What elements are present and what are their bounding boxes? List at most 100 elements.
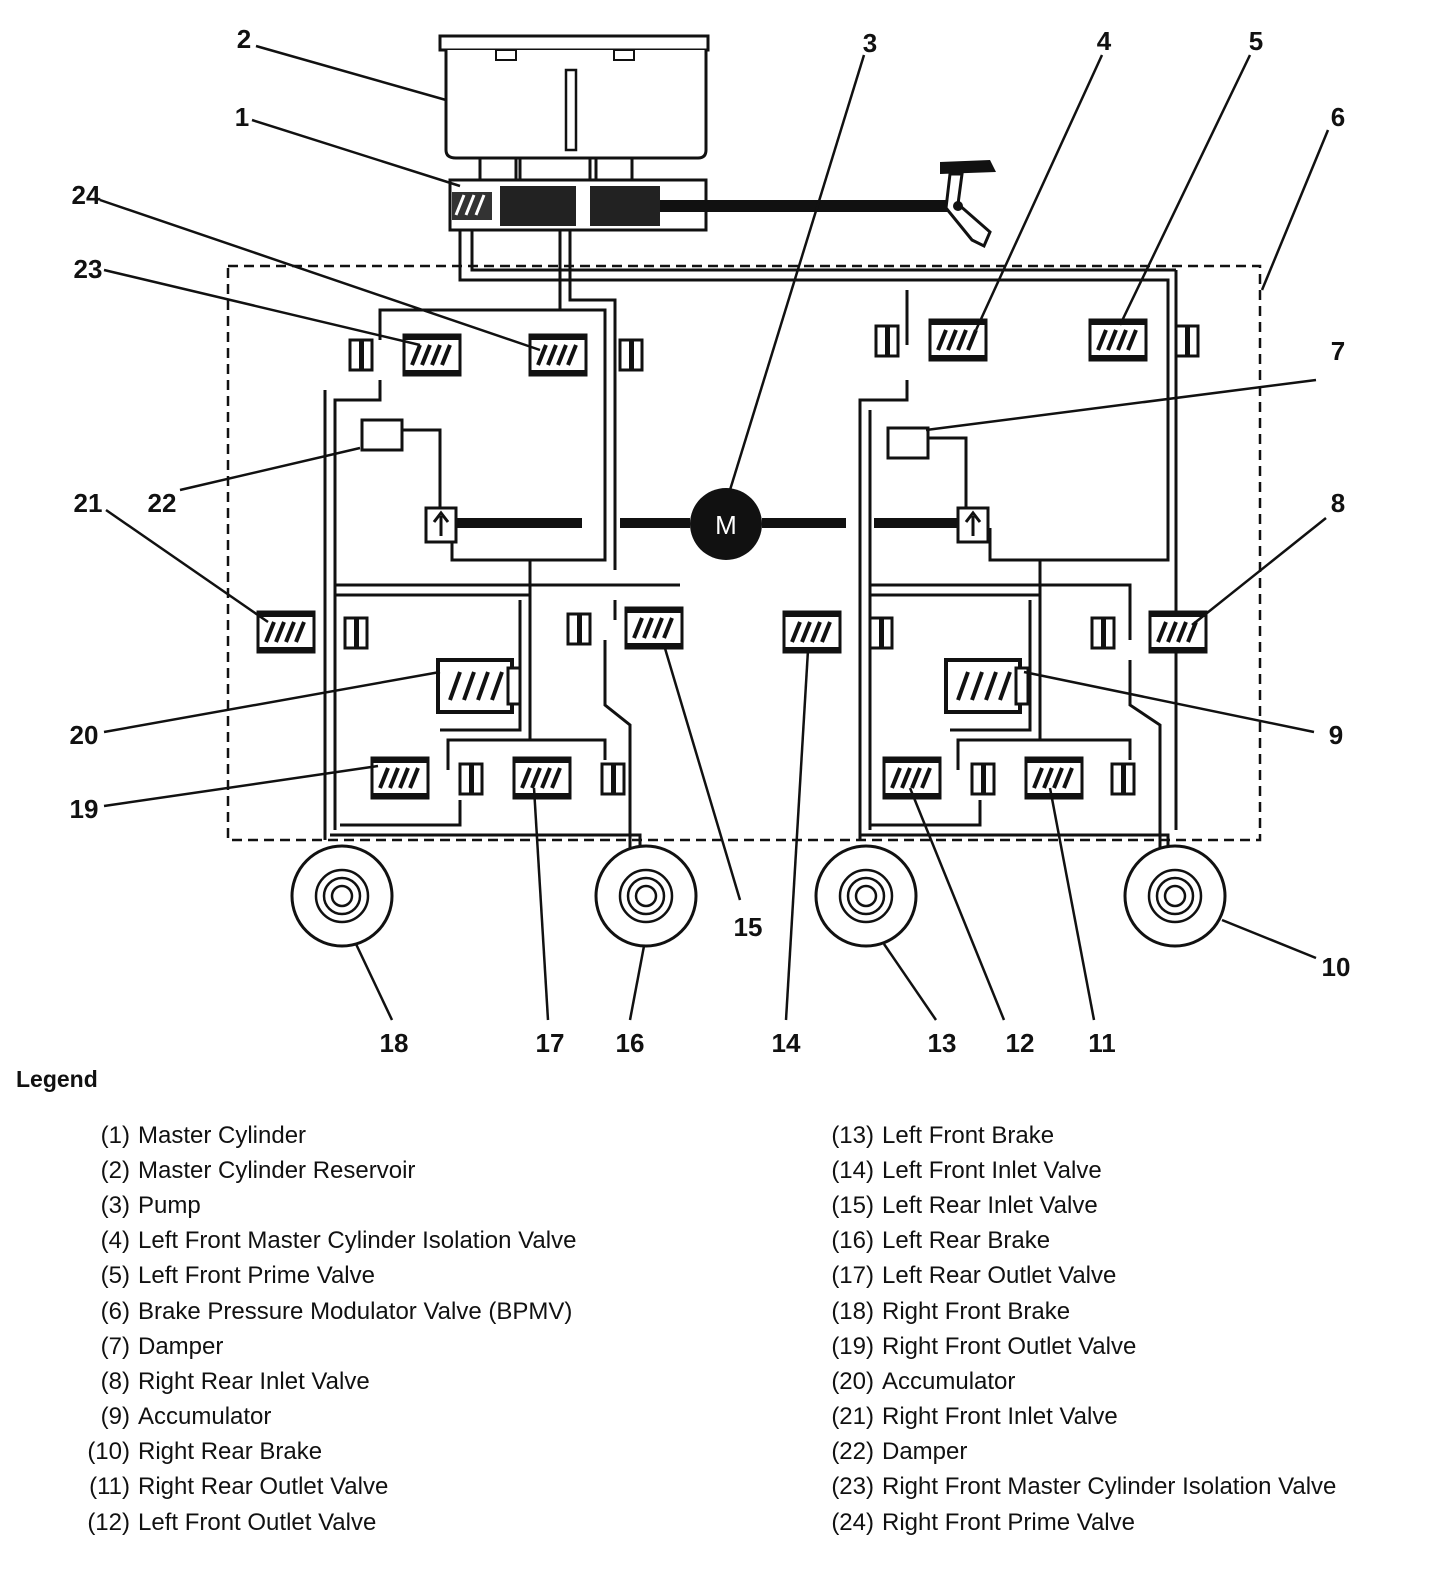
- callout-10: 10: [1322, 952, 1351, 982]
- callout-14: 14: [772, 1028, 801, 1058]
- legend-item: (20)Accumulator: [800, 1364, 1336, 1399]
- legend-label: Left Front Outlet Valve: [138, 1508, 377, 1536]
- callout-9: 9: [1329, 720, 1343, 750]
- callout-22: 22: [148, 488, 177, 518]
- valve-5: [1088, 318, 1200, 362]
- legend-number: (21): [831, 1403, 874, 1431]
- legend-label: Right Rear Brake: [138, 1438, 323, 1466]
- legend-label: Damper: [882, 1438, 968, 1466]
- legend-number: (11): [89, 1473, 130, 1501]
- motor-label: M: [715, 510, 737, 540]
- legend-number: (7): [100, 1332, 130, 1360]
- pump-shaft-right: [762, 518, 846, 528]
- legend-item: (24) Right Front Prime Valve: [800, 1505, 1336, 1540]
- legend-label: Left Front Master Cylinder Isolation Val…: [138, 1227, 577, 1255]
- legend-item: (15) Left Rear Inlet Valve: [800, 1188, 1336, 1223]
- legend-label: Right Front Master Cylinder Isolation Va…: [882, 1473, 1337, 1501]
- legend-label: Brake Pressure Modulator Valve (BPMV): [138, 1297, 573, 1325]
- legend-number: (5): [100, 1262, 130, 1290]
- legend-label: Left Rear Brake: [882, 1227, 1051, 1255]
- valve-19: [370, 756, 484, 800]
- master-cylinder-shape: [448, 178, 960, 232]
- brake-pedal: [940, 160, 996, 249]
- abs-hydraulic-diagram: M: [70, 24, 1351, 1058]
- legend-label: Left Front Brake: [882, 1121, 1055, 1149]
- legend-label: Right Front Inlet Valve: [882, 1403, 1118, 1431]
- legend-item: (14)Left Front Inlet Valve: [800, 1153, 1336, 1188]
- legend-number: (3): [100, 1191, 130, 1219]
- callout-7: 7: [1331, 336, 1345, 366]
- legend-label: Left Rear Inlet Valve: [882, 1191, 1098, 1219]
- damper-7: [886, 426, 930, 460]
- callout-24: 24: [72, 180, 101, 210]
- legend-column-right: (13)Left Front Brake (14)Left Front Inle…: [800, 1118, 1336, 1540]
- legend-item: (5)Left Front Prime Valve: [56, 1259, 576, 1294]
- damper-22: [360, 418, 404, 452]
- legend-item: (22) Damper: [800, 1435, 1336, 1470]
- callout-3: 3: [863, 28, 877, 58]
- wheel-right-front: [290, 844, 394, 948]
- legend-number: (6): [100, 1297, 130, 1325]
- legend-number: (10): [87, 1438, 130, 1466]
- legend-label: Right Rear Outlet Valve: [138, 1473, 389, 1501]
- legend-label: Damper: [138, 1332, 224, 1360]
- pump-check-valve-right: [874, 506, 990, 544]
- legend-item: (3) Pump: [56, 1188, 576, 1223]
- callout-5: 5: [1249, 26, 1263, 56]
- valve-11: [1024, 756, 1136, 800]
- valve-24: [528, 333, 644, 377]
- pump-shaft-left: [620, 518, 690, 528]
- legend-item: (17)Left Rear Outlet Valve: [800, 1259, 1336, 1294]
- legend-item: (18)Right Front Brake: [800, 1294, 1336, 1329]
- legend-item: (13)Left Front Brake: [800, 1118, 1336, 1153]
- callout-17: 17: [536, 1028, 565, 1058]
- callout-15: 15: [734, 912, 763, 942]
- legend-label: Pump: [138, 1191, 201, 1219]
- legend-number: (17): [831, 1262, 874, 1290]
- legend-number: (1): [100, 1121, 130, 1149]
- valve-17: [512, 756, 626, 800]
- legend-number: (24): [831, 1508, 874, 1536]
- legend-item: (16) Left Rear Brake: [800, 1224, 1336, 1259]
- legend-number: (8): [100, 1367, 130, 1395]
- callout-2: 2: [237, 24, 251, 54]
- callout-18: 18: [380, 1028, 409, 1058]
- valve-12: [882, 756, 996, 800]
- legend-label: Right Front Prime Valve: [882, 1508, 1135, 1536]
- legend-number: (22): [831, 1438, 874, 1466]
- callout-8: 8: [1331, 488, 1345, 518]
- valve-15: [566, 606, 684, 650]
- callout-1: 1: [235, 102, 249, 132]
- legend-item: (7) Damper: [56, 1329, 576, 1364]
- legend-item: (1) Master Cylinder: [56, 1118, 576, 1153]
- legend-title: Legend: [16, 1066, 98, 1092]
- legend-item: (21) Right Front Inlet Valve: [800, 1400, 1336, 1435]
- legend-number: (15): [831, 1191, 874, 1219]
- legend-label: Master Cylinder Reservoir: [138, 1156, 416, 1184]
- legend-label: Accumulator: [138, 1403, 272, 1431]
- callout-6: 6: [1331, 102, 1345, 132]
- legend-label: Left Front Inlet Valve: [882, 1156, 1102, 1184]
- callout-19: 19: [70, 794, 99, 824]
- legend-label: Master Cylinder: [138, 1121, 307, 1149]
- legend-number: (16): [831, 1227, 874, 1255]
- legend-item: (9)Accumulator: [56, 1400, 576, 1435]
- legend-item: (23) Right Front Master Cylinder Isolatio…: [800, 1470, 1336, 1505]
- legend-item: (10) Right Rear Brake: [56, 1435, 576, 1470]
- callout-11: 11: [1088, 1028, 1116, 1058]
- legend-number: (23): [831, 1473, 874, 1501]
- callout-12: 12: [1006, 1028, 1035, 1058]
- callout-4: 4: [1097, 26, 1112, 56]
- legend-label: Accumulator: [882, 1367, 1016, 1395]
- legend-item: (2)Master Cylinder Reservoir: [56, 1153, 576, 1188]
- valve-4: [874, 318, 988, 362]
- callout-16: 16: [616, 1028, 645, 1058]
- valve-14: [782, 610, 894, 654]
- legend-number: (4): [100, 1227, 130, 1255]
- legend-label: Right Rear Inlet Valve: [138, 1367, 370, 1395]
- bpmv-boundary: [226, 264, 1262, 842]
- legend-number: (18): [831, 1297, 874, 1325]
- accumulator-9: [944, 658, 1030, 714]
- valve-8: [1090, 610, 1208, 654]
- callout-21: 21: [74, 488, 103, 518]
